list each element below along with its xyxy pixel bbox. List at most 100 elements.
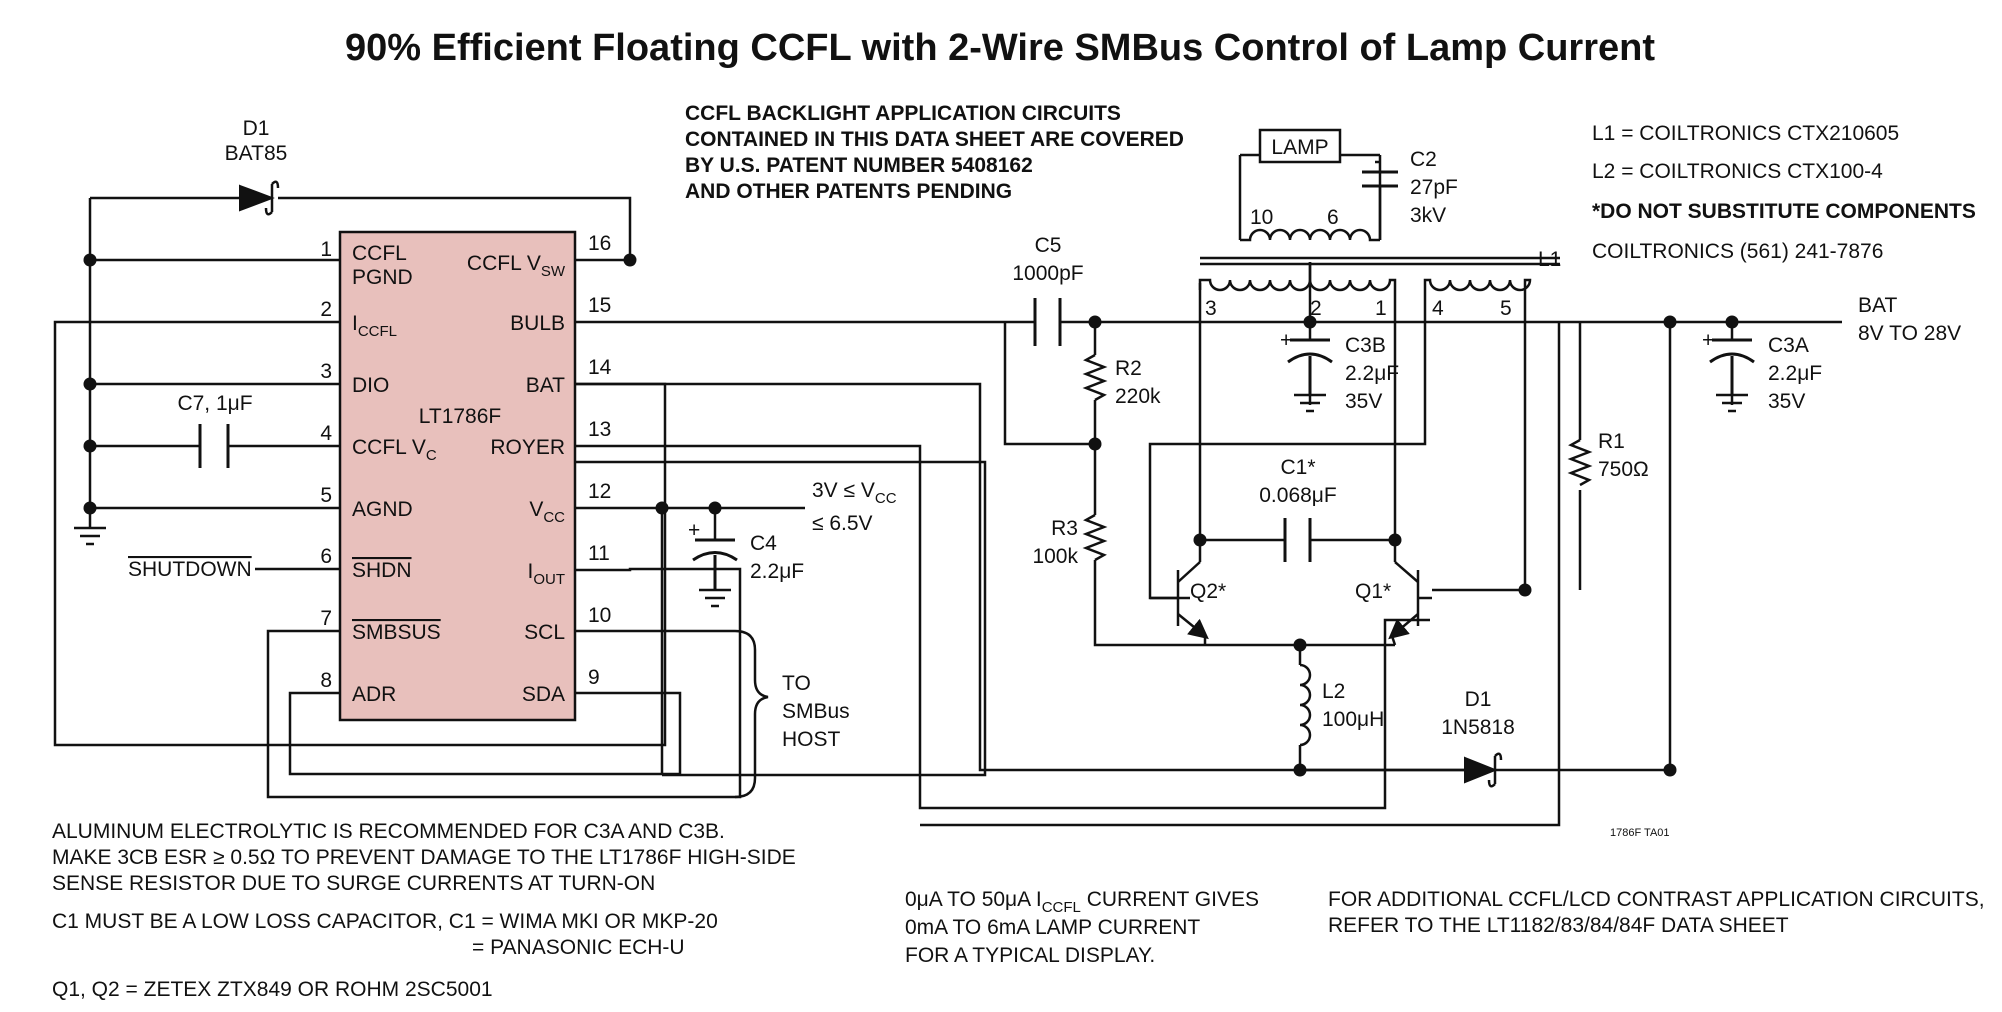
svg-text:DIO: DIO [352, 374, 389, 397]
patent-notice: CCFL BACKLIGHT APPLICATION CIRCUITS CONT… [685, 102, 1184, 203]
c4-value: 2.2μF [750, 560, 804, 583]
ground-symbol-left [74, 526, 106, 546]
svg-text:1N5818: 1N5818 [1441, 716, 1515, 739]
svg-text:D1: D1 [1465, 688, 1492, 711]
svg-text:HOST: HOST [782, 728, 841, 751]
svg-text:ADR: ADR [352, 683, 396, 706]
svg-text:12: 12 [588, 480, 611, 503]
ic-left-pin-labels: CCFL PGND ICCFL DIO CCFL VC AGND SHDN SM… [352, 242, 441, 706]
footnote-c1-line1: C1 MUST BE A LOW LOSS CAPACITOR, C1 = WI… [52, 910, 718, 933]
svg-text:0mA TO 6mA LAMP CURRENT: 0mA TO 6mA LAMP CURRENT [905, 916, 1200, 939]
ic-name: LT1786F [419, 405, 502, 428]
svg-text:14: 14 [588, 356, 612, 379]
svg-text:6: 6 [1327, 206, 1339, 229]
svg-text:SDA: SDA [522, 683, 565, 706]
svg-text:R2: R2 [1115, 357, 1142, 380]
svg-text:13: 13 [588, 418, 611, 441]
svg-text:3: 3 [320, 360, 332, 383]
svg-text:SENSE RESISTOR DUE TO SURGE CU: SENSE RESISTOR DUE TO SURGE CURRENTS AT … [52, 872, 655, 895]
svg-text:35V: 35V [1768, 390, 1805, 413]
svg-text:R1: R1 [1598, 430, 1625, 453]
svg-text:SCL: SCL [524, 621, 565, 644]
svg-text:L1 = COILTRONICS CTX210605: L1 = COILTRONICS CTX210605 [1592, 122, 1899, 145]
svg-text:2: 2 [1310, 297, 1322, 320]
wires [53, 153, 1842, 827]
svg-text:2: 2 [320, 298, 332, 321]
svg-text:0μA TO 50μA ICCFL CURRENT GIVE: 0μA TO 50μA ICCFL CURRENT GIVES [905, 888, 1259, 916]
vcc-range-line2: ≤ 6.5V [812, 512, 873, 535]
svg-text:BY U.S. PATENT NUMBER 5408162: BY U.S. PATENT NUMBER 5408162 [685, 154, 1033, 177]
vcc-range-line1: 3V ≤ VCC [812, 479, 897, 507]
svg-text:100k: 100k [1032, 545, 1078, 568]
svg-text:4: 4 [320, 422, 332, 445]
svg-text:PGND: PGND [352, 266, 413, 289]
svg-text:1: 1 [1375, 297, 1387, 320]
svg-text:L1: L1 [1538, 248, 1561, 271]
svg-text:10: 10 [1250, 206, 1273, 229]
svg-text:4: 4 [1432, 297, 1444, 320]
page-title: 90% Efficient Floating CCFL with 2-Wire … [345, 27, 1655, 69]
svg-text:8: 8 [320, 669, 332, 692]
l1-pin-labels: 10 6 3 2 1 4 5 L1 [1205, 206, 1561, 320]
smbus-brace [734, 629, 769, 799]
diode-d1-bat85: D1 BAT85 [225, 117, 288, 216]
capacitor-c3a [1709, 338, 1755, 413]
svg-text:6: 6 [320, 545, 332, 568]
c3a-plus: + [1702, 329, 1714, 352]
c4-plus: + [688, 519, 700, 542]
transformer-l1 [1198, 228, 1560, 292]
svg-text:750Ω: 750Ω [1598, 458, 1649, 481]
svg-text:16: 16 [588, 232, 611, 255]
bat-range-label: 8V TO 28V [1858, 322, 1961, 345]
svg-text:1000pF: 1000pF [1012, 262, 1083, 285]
transistor-q2 [1150, 540, 1209, 645]
svg-text:35V: 35V [1345, 390, 1382, 413]
svg-text:REFER TO THE LT1182/83/84/84F: REFER TO THE LT1182/83/84/84F DATA SHEET [1328, 914, 1789, 937]
svg-text:5: 5 [320, 484, 332, 507]
svg-text:3: 3 [1205, 297, 1217, 320]
q1-ref: Q1* [1355, 580, 1391, 603]
svg-text:CCFL: CCFL [352, 242, 407, 265]
resistor-r3: R3 100k [1032, 513, 1108, 568]
svg-text:1: 1 [320, 238, 332, 261]
capacitor-c2: C2 27pF 3kV [1362, 148, 1458, 240]
svg-text:CCFL BACKLIGHT APPLICATION CIR: CCFL BACKLIGHT APPLICATION CIRCUITS [685, 102, 1121, 125]
svg-text:CCFL VSW: CCFL VSW [467, 252, 566, 280]
svg-text:0.068μF: 0.068μF [1259, 484, 1336, 507]
parts-notes: L1 = COILTRONICS CTX210605 L2 = COILTRON… [1592, 122, 1976, 263]
footnote-q: Q1, Q2 = ZETEX ZTX849 OR ROHM 2SC5001 [52, 978, 493, 1001]
svg-text:11: 11 [588, 542, 610, 565]
svg-text:ROYER: ROYER [490, 436, 565, 459]
junctions [83, 253, 1739, 777]
shutdown-label: SHUTDOWN [128, 558, 252, 581]
footnote-additional: FOR ADDITIONAL CCFL/LCD CONTRAST APPLICA… [1328, 888, 1985, 937]
q2-ref: Q2* [1190, 580, 1226, 603]
svg-text:15: 15 [588, 294, 611, 317]
svg-text:BULB: BULB [510, 312, 565, 335]
svg-text:5: 5 [1500, 297, 1512, 320]
svg-text:ICCFL: ICCFL [352, 312, 397, 340]
svg-text:R3: R3 [1051, 517, 1078, 540]
figure-code: 1786F TA01 [1610, 827, 1670, 839]
svg-text:27pF: 27pF [1410, 176, 1458, 199]
ic-right-pin-labels: CCFL VSW BULB BAT ROYER VCC IOUT SCL SDA [467, 252, 566, 706]
inductor-l2: L2 100μH [1299, 663, 1384, 747]
capacitor-c5: C5 1000pF [1012, 234, 1084, 346]
footnote-c1-line2: = PANASONIC ECH-U [472, 936, 685, 959]
footnote-electrolytic: ALUMINUM ELECTROLYTIC IS RECOMMENDED FOR… [52, 820, 796, 895]
svg-text:C7, 1μF: C7, 1μF [177, 392, 252, 415]
svg-text:*DO NOT SUBSTITUTE COMPONENTS: *DO NOT SUBSTITUTE COMPONENTS [1592, 200, 1976, 223]
svg-text:TO: TO [782, 672, 811, 695]
svg-text:BAT: BAT [526, 374, 565, 397]
svg-text:VCC: VCC [529, 498, 565, 526]
ic-body [338, 230, 577, 722]
lamp: LAMP [1258, 128, 1342, 164]
svg-text:9: 9 [588, 666, 600, 689]
capacitor-c1: C1* 0.068μF [1259, 456, 1337, 562]
lt1786f-ic: LT1786F 1 2 3 4 5 6 7 8 CCFL PGND ICCFL … [320, 230, 612, 722]
capacitor-c3b [1287, 338, 1333, 413]
svg-text:D1: D1 [243, 117, 270, 140]
svg-text:BAT85: BAT85 [225, 142, 288, 165]
c4-ref: C4 [750, 532, 777, 555]
